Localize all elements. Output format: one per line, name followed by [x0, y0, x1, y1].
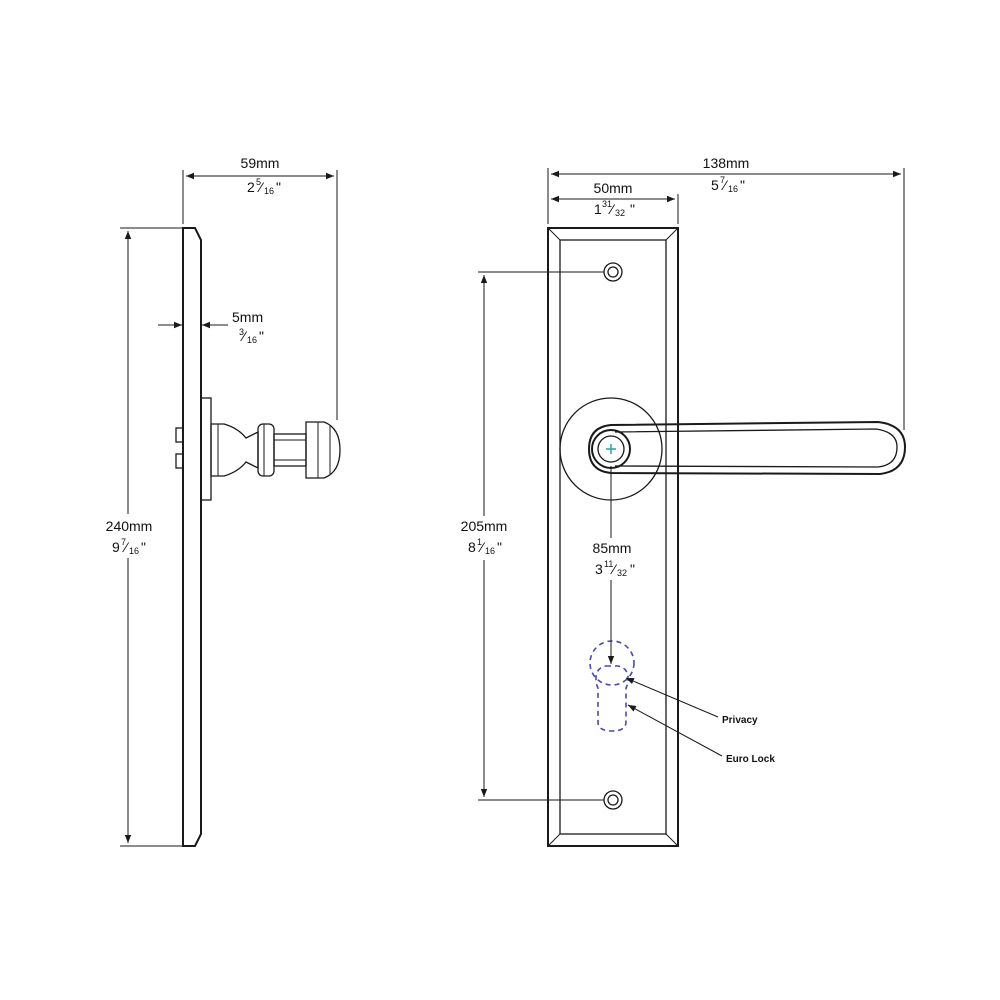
hole-centers-inch: 8 1 ⁄ 16 " [468, 537, 502, 556]
svg-text:16: 16 [264, 186, 274, 196]
svg-text:31: 31 [602, 199, 612, 209]
svg-text:⁄: ⁄ [721, 177, 729, 193]
plate-width-inch: 1 31 ⁄ 32 " [594, 199, 635, 218]
screw-hole-top [603, 262, 623, 282]
svg-text:16: 16 [728, 184, 738, 194]
svg-text:5: 5 [711, 177, 719, 193]
euro-lock-leader [627, 704, 723, 757]
svg-text:": " [630, 561, 635, 577]
svg-text:2: 2 [247, 179, 255, 195]
thickness-inch: 3 ⁄ 16 " [239, 327, 264, 345]
side-width-inch: 2 5 ⁄ 16 " [247, 177, 281, 196]
side-shaft [273, 433, 307, 467]
svg-text:11: 11 [604, 559, 613, 569]
backset-mm: 85mm [593, 540, 632, 556]
thickness-mm: 5mm [232, 309, 263, 325]
side-stud-lower [175, 453, 184, 469]
front-view: Privacy Euro Lock 85mm 3 11 ⁄ 32 " 205mm… [452, 155, 907, 847]
front-lever-inner [614, 428, 898, 468]
side-backplate [182, 227, 202, 847]
side-stud-upper [175, 427, 184, 443]
side-rose [200, 397, 212, 501]
side-lever-end [305, 421, 341, 479]
svg-text:16: 16 [247, 335, 257, 345]
svg-text:3: 3 [239, 327, 244, 337]
side-view: 59mm 2 5 ⁄ 16 " 5mm 3 ⁄ 16 " 240mm 9 7 ⁄… [98, 155, 341, 847]
svg-text:": " [497, 539, 502, 555]
side-width-mm: 59mm [241, 155, 280, 171]
svg-text:": " [630, 201, 635, 217]
front-lever [587, 420, 907, 476]
svg-text:": " [259, 328, 264, 344]
svg-text:7: 7 [121, 537, 126, 547]
svg-text:": " [141, 539, 146, 555]
svg-text:32: 32 [615, 208, 625, 218]
euro-lock-label: Euro Lock [726, 754, 775, 765]
svg-text:⁄: ⁄ [122, 539, 130, 555]
svg-text:": " [740, 177, 745, 193]
svg-text:1: 1 [594, 201, 602, 217]
svg-text:7: 7 [720, 175, 725, 185]
total-width-mm: 138mm [703, 155, 750, 171]
svg-text:⁄: ⁄ [257, 179, 265, 195]
privacy-outline [589, 640, 635, 686]
privacy-label: Privacy [722, 715, 758, 726]
svg-text:5: 5 [256, 177, 261, 187]
backset-inch: 3 11 ⁄ 32 " [595, 559, 635, 578]
side-collar [257, 423, 275, 477]
screw-hole-bottom [603, 790, 623, 810]
plate-width-mm: 50mm [594, 180, 633, 196]
svg-text:3: 3 [595, 561, 603, 577]
svg-text:16: 16 [129, 546, 139, 556]
svg-text:⁄: ⁄ [610, 561, 618, 577]
svg-text:1: 1 [477, 537, 482, 547]
front-backplate-bevel [559, 239, 667, 835]
front-backplate [547, 227, 679, 847]
svg-text:8: 8 [468, 539, 476, 555]
privacy-leader [625, 677, 719, 718]
svg-text:16: 16 [485, 546, 495, 556]
svg-text:9: 9 [112, 539, 120, 555]
svg-text:32: 32 [617, 568, 627, 578]
svg-text:⁄: ⁄ [478, 539, 486, 555]
euro-lock-outline [595, 665, 629, 732]
total-width-inch: 5 7 ⁄ 16 " [711, 175, 745, 194]
svg-text:": " [276, 179, 281, 195]
svg-text:⁄: ⁄ [240, 328, 248, 344]
height-inch: 9 7 ⁄ 16 " [112, 537, 146, 556]
height-mm: 240mm [106, 518, 153, 534]
svg-text:⁄: ⁄ [608, 201, 616, 217]
hole-centers-mm: 205mm [461, 518, 508, 534]
